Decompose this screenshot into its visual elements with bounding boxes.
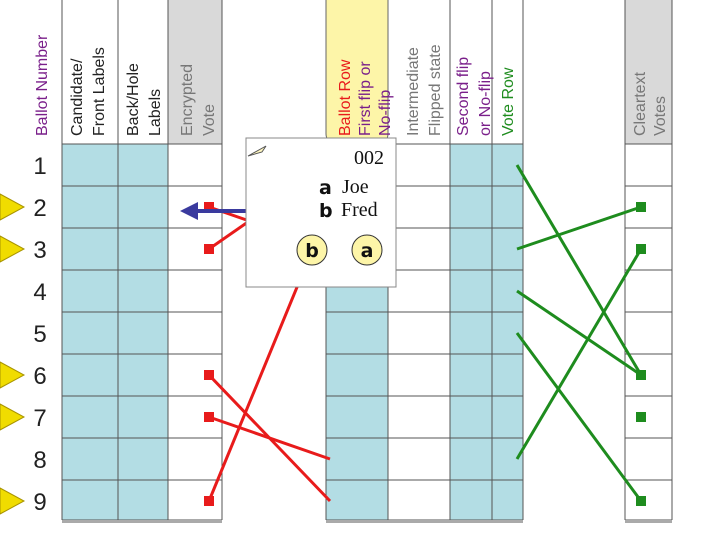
red-dot-3 — [204, 244, 214, 254]
row-number-4: 4 — [33, 279, 46, 306]
red-dot-2 — [204, 202, 214, 212]
green-dot-9 — [636, 496, 646, 506]
card-hole-left-label: b — [305, 240, 319, 262]
card-hole-right-label: a — [361, 240, 374, 262]
red-dot-9 — [204, 496, 214, 506]
row-marker-6 — [0, 361, 26, 389]
green-link-3 — [516, 205, 642, 251]
green-dot-2 — [636, 202, 646, 212]
header-first-flip-2: No-flip — [377, 90, 394, 136]
green-dot-3 — [636, 244, 646, 254]
red-link-7 — [208, 415, 331, 461]
row-number-6: 6 — [33, 363, 46, 390]
header-candidate-front-1: Candidate/ — [69, 58, 86, 136]
cleartext-header-bg — [625, 0, 672, 144]
card-hole-left — [296, 234, 328, 266]
header-back-hole-2: Labels — [147, 89, 164, 136]
header-back-hole-1: Back/Hole — [125, 63, 142, 136]
header-cleartext-2: Votes — [652, 96, 669, 136]
row-number-2: 2 — [33, 195, 46, 222]
row-number-9: 9 — [33, 489, 46, 516]
row-marker-7 — [0, 403, 26, 431]
red-links — [204, 163, 332, 506]
row-number-8: 8 — [33, 447, 46, 474]
column-backgrounds — [62, 144, 672, 520]
card-corner-icon — [247, 145, 267, 157]
green-link-5 — [515, 332, 643, 502]
header-second-flip-2: or No-flip — [477, 71, 494, 136]
row-number-3: 3 — [33, 237, 46, 264]
encrypted-header-bg — [168, 0, 222, 144]
card-ballot-number: 002 — [354, 147, 384, 169]
blue-arrow — [180, 202, 250, 220]
row-marker-2 — [0, 193, 26, 221]
ballot-card: 002 a Joe b Fred b a — [245, 137, 397, 288]
column-headers: Ballot Number Candidate/ Front Labels Ba… — [34, 34, 669, 136]
green-dot-6 — [636, 370, 646, 380]
header-candidate-front-2: Front Labels — [91, 47, 108, 136]
row-number-5: 5 — [33, 321, 46, 348]
header-encrypted-2: Vote — [201, 104, 218, 136]
card-option-a-name: Joe — [342, 176, 369, 198]
header-first-flip-1: First flip or — [357, 61, 374, 136]
header-ballot-number: Ballot Number — [34, 34, 51, 136]
card-option-b-key: b — [319, 200, 333, 222]
row-markers — [0, 193, 26, 515]
header-ballot-row: Ballot Row — [337, 59, 354, 136]
header-second-flip-1: Second flip — [455, 57, 472, 136]
card-hole-right — [351, 234, 383, 266]
row-number-7: 7 — [33, 405, 46, 432]
green-links — [515, 164, 646, 506]
row-number-1: 1 — [33, 153, 46, 180]
card-option-a-key: a — [319, 177, 332, 199]
card-option-b-name: Fred — [341, 199, 378, 221]
row-numbers: 1 2 3 4 5 6 7 8 9 — [33, 153, 46, 516]
header-encrypted-1: Encrypted — [179, 64, 196, 136]
red-dot-7 — [204, 412, 214, 422]
header-intermediate-1: Intermediate — [405, 47, 422, 136]
grid — [61, 0, 673, 523]
row-marker-3 — [0, 235, 26, 263]
green-link-8 — [515, 248, 643, 460]
green-link-4 — [516, 289, 642, 377]
red-dot-6 — [204, 370, 214, 380]
green-dot-7 — [636, 412, 646, 422]
header-intermediate-2: Flipped state — [427, 44, 444, 136]
header-vote-row: Vote Row — [500, 67, 517, 136]
header-cleartext-1: Cleartext — [632, 71, 649, 136]
green-link-1 — [515, 164, 643, 376]
row-marker-9 — [0, 487, 26, 515]
